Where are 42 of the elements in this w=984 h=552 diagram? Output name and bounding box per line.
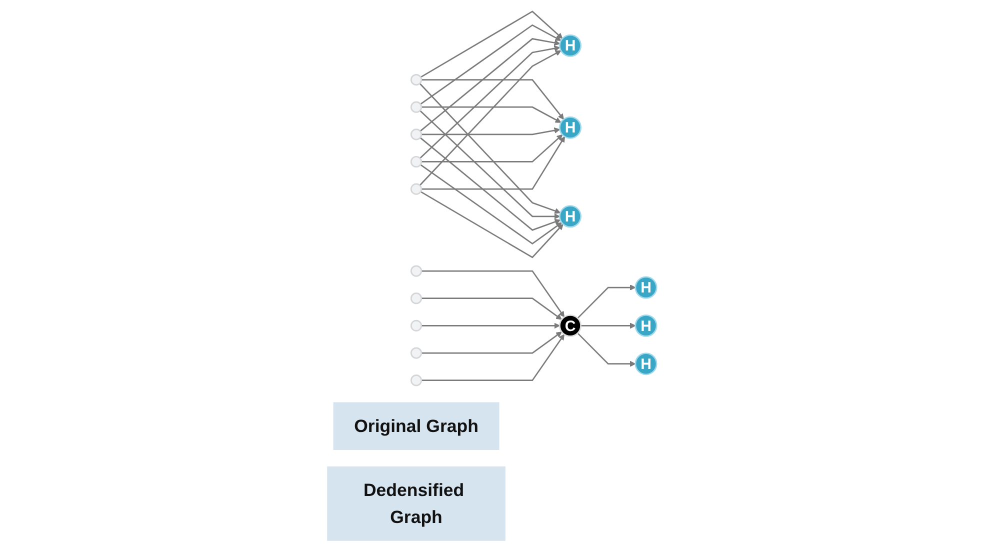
arrow xyxy=(577,332,636,367)
arrow xyxy=(419,50,562,186)
arrow xyxy=(420,110,560,220)
arrow xyxy=(420,38,560,132)
node-circle: H xyxy=(559,205,582,228)
node-circle xyxy=(410,265,422,277)
arrow xyxy=(421,270,565,318)
arrow xyxy=(421,136,565,190)
arrow xyxy=(420,191,564,258)
node-circle xyxy=(410,374,422,386)
node-circle: H xyxy=(559,34,582,57)
node-circle xyxy=(410,74,422,86)
arrow xyxy=(580,322,636,329)
node-circle: H xyxy=(634,276,658,299)
node-circle xyxy=(410,156,422,168)
node-box: Dedensified Graph xyxy=(327,466,506,541)
arrow xyxy=(420,10,563,78)
arrow xyxy=(421,298,562,320)
node-circle xyxy=(410,347,422,359)
arrow xyxy=(420,164,562,245)
arrow xyxy=(421,106,562,123)
node-circle: C xyxy=(559,314,582,337)
arrow xyxy=(420,46,560,159)
node-circle xyxy=(410,101,422,113)
arrow xyxy=(421,127,560,136)
arrow xyxy=(421,134,563,162)
node-circle xyxy=(410,320,422,332)
node-circle xyxy=(410,128,422,140)
node-circle xyxy=(410,183,422,195)
arrow xyxy=(419,83,561,214)
arrow xyxy=(577,284,636,319)
arrow xyxy=(421,334,565,382)
arrow xyxy=(420,137,561,231)
node-circle: H xyxy=(559,116,582,139)
node-box: Original Graph xyxy=(333,402,500,450)
arrow xyxy=(420,24,562,105)
arrow xyxy=(421,79,564,120)
node-circle xyxy=(410,292,422,304)
arrow xyxy=(421,332,562,354)
node-circle: H xyxy=(634,314,658,337)
node-circle: H xyxy=(634,352,658,376)
arrow xyxy=(421,322,560,329)
